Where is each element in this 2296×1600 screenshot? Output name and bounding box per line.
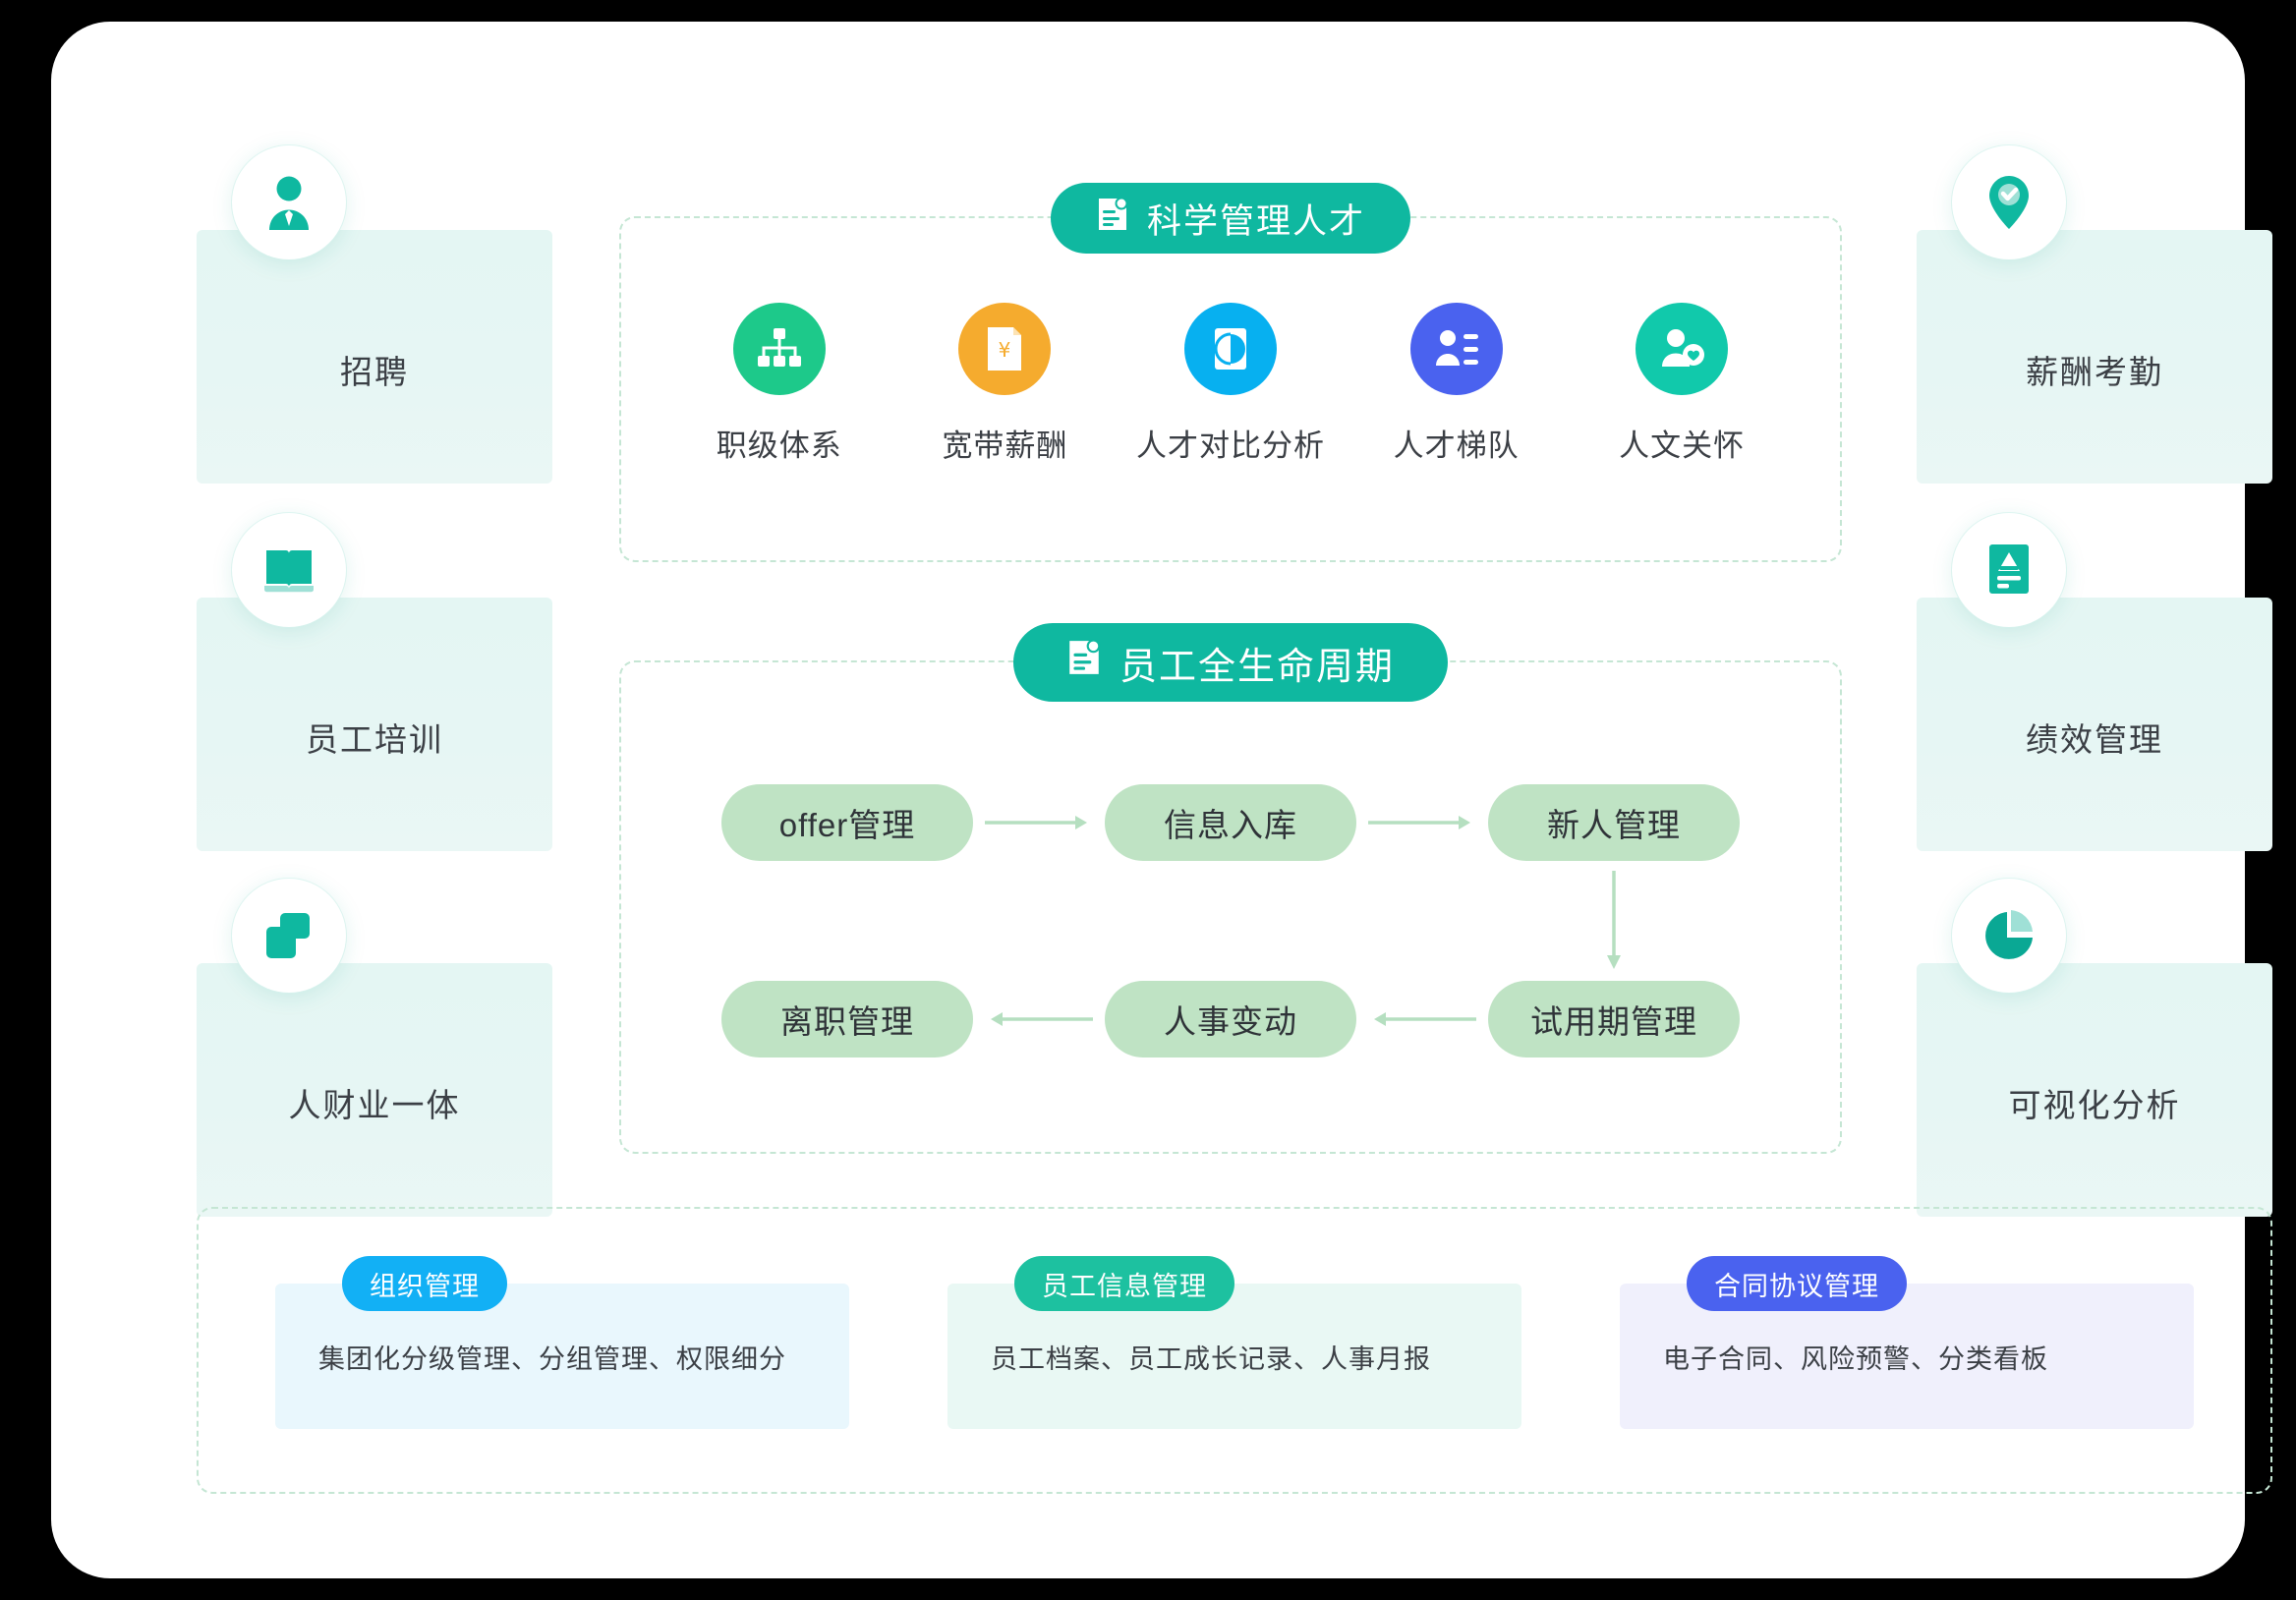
talent-item-label: 人文关怀 (1619, 429, 1746, 463)
certificate-icon (1096, 197, 1129, 241)
talent-item-label: 宽带薪酬 (942, 429, 1068, 463)
employee-lifecycle-panel: 员工全生命周期 offer管理 信息入库 新人管理 (619, 623, 1842, 1154)
talent-item-label: 职级体系 (716, 429, 842, 463)
module-card-desc: 电子合同、风险预警、分类看板 (1663, 1343, 2048, 1374)
person-heart-icon (1636, 303, 1729, 395)
lifecycle-step-info-entry[interactable]: 信息入库 (1105, 784, 1356, 861)
lifecycle-panel-title-text: 员工全生命周期 (1119, 646, 1396, 688)
lifecycle-panel-title: 员工全生命周期 (1012, 623, 1449, 702)
arrow-left-icon (1356, 1009, 1488, 1029)
lifecycle-flow-row-top: offer管理 信息入库 新人管理 (621, 784, 1840, 861)
org-chart-icon (732, 303, 826, 395)
feature-card-label: 绩效管理 (2026, 721, 2163, 758)
two-squares-icon (232, 879, 346, 993)
talent-icon-row: 职级体系 ¥ 宽带薪酬 (621, 303, 1840, 465)
feature-card-performance[interactable]: 绩效管理 (1917, 513, 2272, 851)
lifecycle-step-offer[interactable]: offer管理 (721, 784, 973, 861)
feature-card-label: 员工培训 (306, 721, 443, 758)
feature-card-visual-analysis[interactable]: 可视化分析 (1917, 879, 2272, 1217)
id-card-icon (1409, 303, 1503, 395)
talent-panel-title-text: 科学管理人才 (1146, 201, 1366, 241)
lifecycle-step-probation[interactable]: 试用期管理 (1488, 981, 1740, 1057)
feature-card-integration[interactable]: 人财业一体 (197, 879, 552, 1217)
lifecycle-flow-row-bottom: 离职管理 人事变动 试用期管理 (621, 981, 1840, 1057)
modules-panel: 集团化分级管理、分组管理、权限细分 组织管理 员工档案、员工成长记录、人事月报 … (197, 1207, 2272, 1494)
person-tie-icon (232, 145, 346, 259)
lifecycle-step-resignation[interactable]: 离职管理 (721, 981, 973, 1057)
app-window: 招聘 员工培训 人财业一体 薪酬考勤 (51, 22, 2272, 1578)
arrow-right-icon (1356, 813, 1488, 832)
talent-item-label: 人才梯队 (1393, 429, 1520, 463)
feature-card-label: 薪酬考勤 (2026, 354, 2163, 390)
open-book-icon (232, 513, 346, 627)
svg-text:¥: ¥ (999, 338, 1011, 362)
arrow-down-icon (1604, 871, 1624, 978)
module-card-tab[interactable]: 员工信息管理 (1014, 1256, 1234, 1311)
module-card-tab[interactable]: 合同协议管理 (1687, 1256, 1907, 1311)
feature-card-recruitment[interactable]: 招聘 (197, 145, 552, 484)
arrow-right-icon (973, 813, 1105, 832)
module-card-tab[interactable]: 组织管理 (342, 1256, 507, 1311)
lifecycle-step-newcomer[interactable]: 新人管理 (1488, 784, 1740, 861)
arrow-left-icon (973, 1009, 1105, 1029)
lifecycle-step-personnel-change[interactable]: 人事变动 (1105, 981, 1356, 1057)
app-canvas: 招聘 员工培训 人财业一体 薪酬考勤 (81, 47, 2272, 1553)
feature-card-label: 招聘 (340, 354, 409, 390)
talent-item-label: 人才对比分析 (1135, 429, 1325, 463)
contrast-compare-icon (1183, 303, 1277, 395)
yen-document-icon: ¥ (958, 303, 1052, 395)
talent-item-job-grade[interactable]: 职级体系 (676, 303, 883, 465)
module-card-desc: 员工档案、员工成长记录、人事月报 (991, 1343, 1431, 1374)
talent-item-broadband-salary[interactable]: ¥ 宽带薪酬 (901, 303, 1108, 465)
grade-a-icon (1952, 513, 2066, 627)
feature-card-payroll-attendance[interactable]: 薪酬考勤 (1917, 145, 2272, 484)
location-pin-check-icon (1952, 145, 2066, 259)
certificate-icon (1066, 639, 1102, 686)
feature-card-label: 可视化分析 (2008, 1087, 2181, 1123)
talent-panel-title: 科学管理人才 (1050, 183, 1411, 254)
talent-item-humanistic-care[interactable]: 人文关怀 (1578, 303, 1785, 465)
pie-chart-icon (1952, 879, 2066, 993)
module-card-desc: 集团化分级管理、分组管理、权限细分 (318, 1343, 786, 1374)
talent-management-panel: 科学管理人才 职级体系 (619, 183, 1842, 562)
talent-item-compare-analysis[interactable]: 人才对比分析 (1127, 303, 1334, 465)
feature-card-training[interactable]: 员工培训 (197, 513, 552, 851)
talent-item-talent-pipeline[interactable]: 人才梯队 (1353, 303, 1560, 465)
arrow-down-icon-wrap (621, 871, 1840, 978)
feature-card-label: 人财业一体 (288, 1087, 461, 1123)
